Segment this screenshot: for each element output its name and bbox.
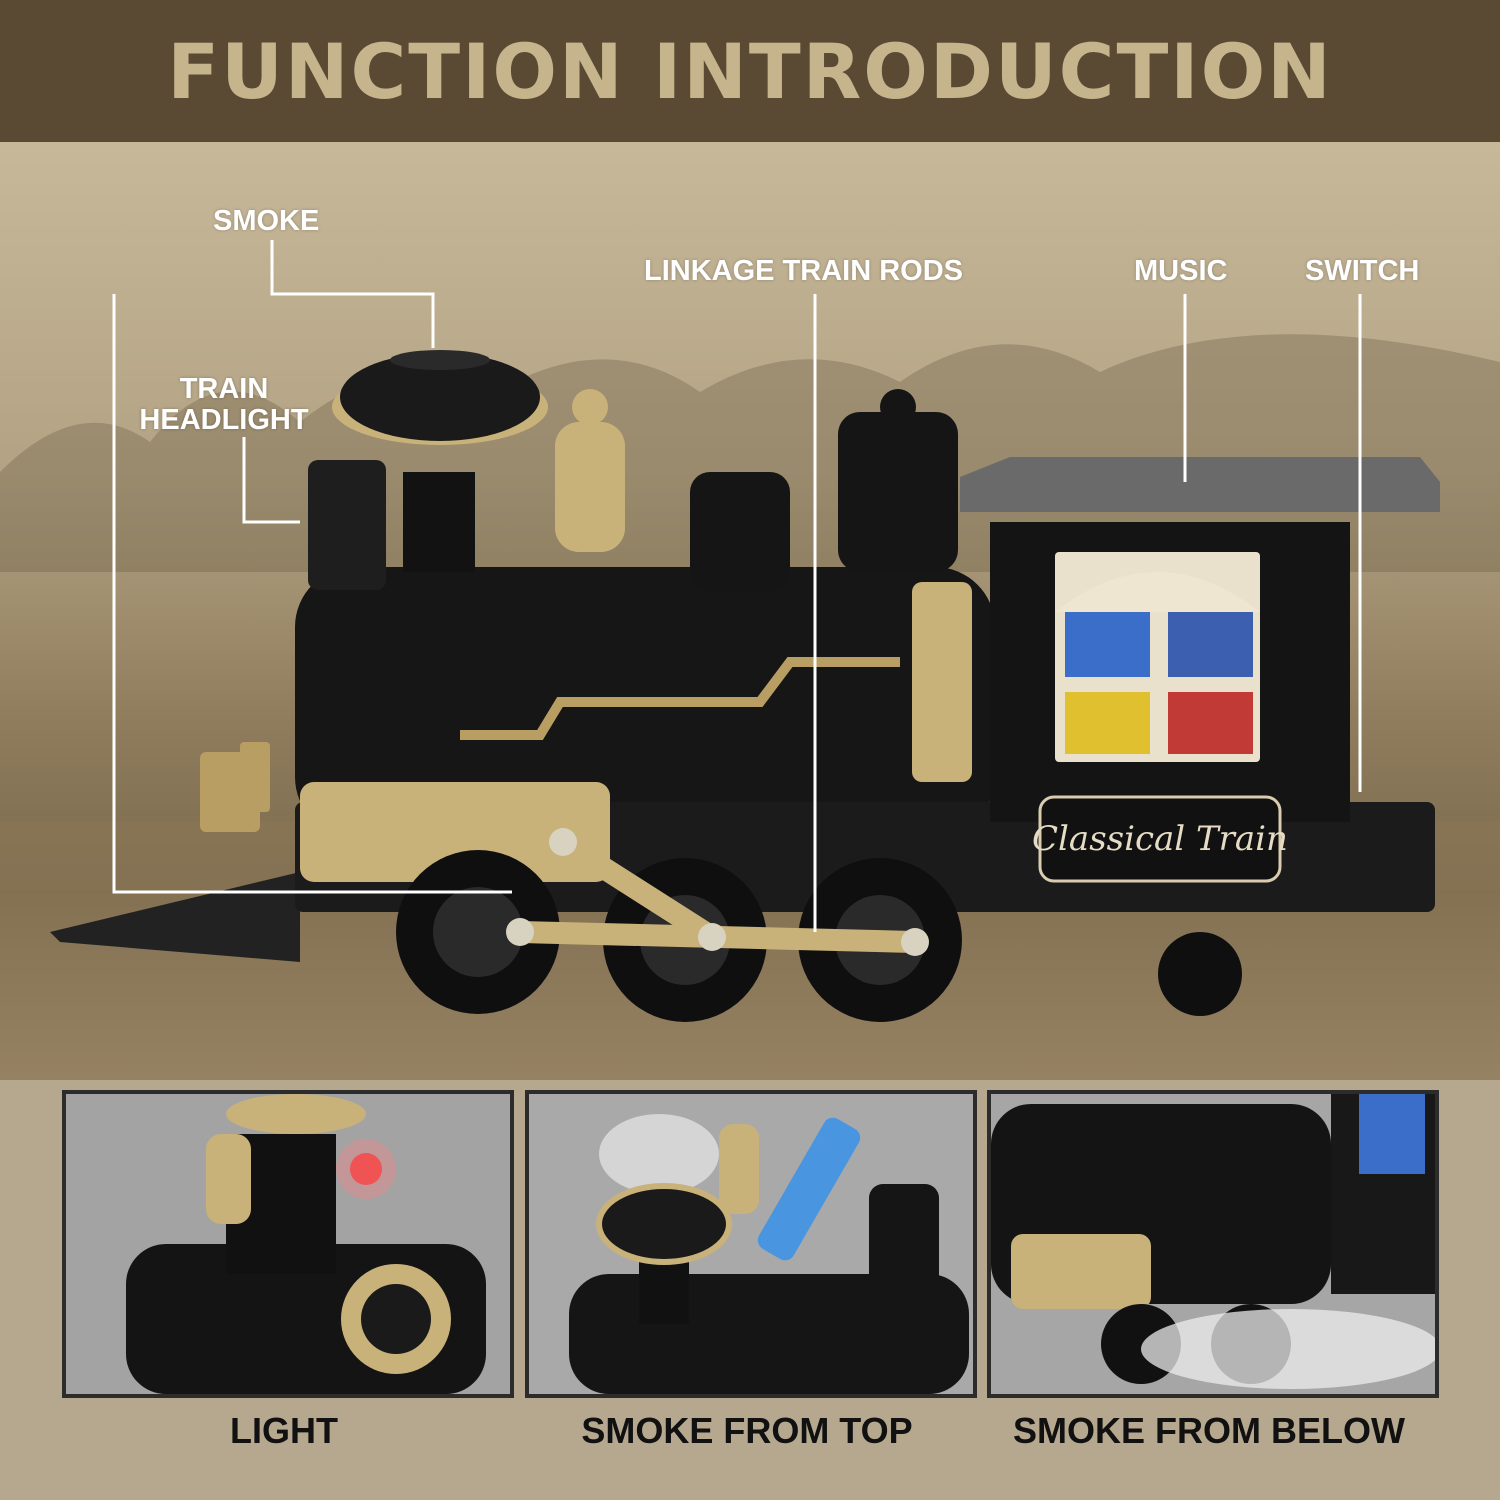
- bell: [555, 389, 625, 552]
- smoke-bracket-line: [112, 294, 512, 894]
- page-title: FUNCTION INTRODUCTION: [167, 26, 1333, 116]
- caption-smoke-top: SMOKE FROM TOP: [581, 1410, 913, 1451]
- smoke-below-photo: [991, 1094, 1435, 1394]
- header-bar: FUNCTION INTRODUCTION: [0, 0, 1500, 142]
- train-illustration: Classical Train: [0, 240, 1500, 1080]
- sand-dome: [838, 412, 958, 572]
- gold-pipe: [460, 657, 900, 740]
- front-cylinder: [300, 782, 610, 882]
- thumbnail-smoke-below: [987, 1090, 1439, 1398]
- callout-headlight-line2: HEADLIGHT: [139, 404, 309, 436]
- feature-thumbnails: LIGHT SMOKE FROM TOP SMOKE FROM BELOW: [0, 1080, 1500, 1500]
- linkage-rods: [506, 828, 929, 956]
- callout-switch: SWITCH: [1305, 255, 1420, 287]
- callout-lines: [112, 240, 1362, 932]
- gold-cylinder-column: [912, 582, 972, 782]
- thumbnail-smoke-top: [525, 1090, 977, 1398]
- callout-headlight-line1: TRAIN: [179, 373, 269, 405]
- callout-headlight: TRAIN HEADLIGHT: [134, 374, 314, 436]
- thumbnail-light: [62, 1090, 514, 1398]
- steam-dome: [690, 472, 790, 592]
- hero-section: Classical Train: [0, 142, 1500, 1080]
- caption-light: LIGHT: [230, 1410, 338, 1451]
- callout-music: MUSIC: [1134, 255, 1228, 287]
- caption-smoke-below: SMOKE FROM BELOW: [1013, 1410, 1405, 1451]
- front-coupler: [200, 742, 270, 832]
- smoke-callout-line: [270, 240, 435, 348]
- nameplate-text: Classical Train: [1032, 819, 1288, 859]
- smoke-top-photo: [529, 1094, 973, 1394]
- light-photo: [66, 1094, 510, 1394]
- cowcatcher: [50, 872, 300, 962]
- headlight-callout-line: [242, 437, 300, 524]
- cab: [960, 457, 1440, 822]
- callout-smoke: SMOKE: [213, 205, 320, 237]
- smokestack: [332, 350, 548, 572]
- callout-linkage-rods: LINKAGE TRAIN RODS: [644, 255, 963, 287]
- nameplate: Classical Train: [1032, 795, 1288, 883]
- headlight-housing: [308, 460, 386, 590]
